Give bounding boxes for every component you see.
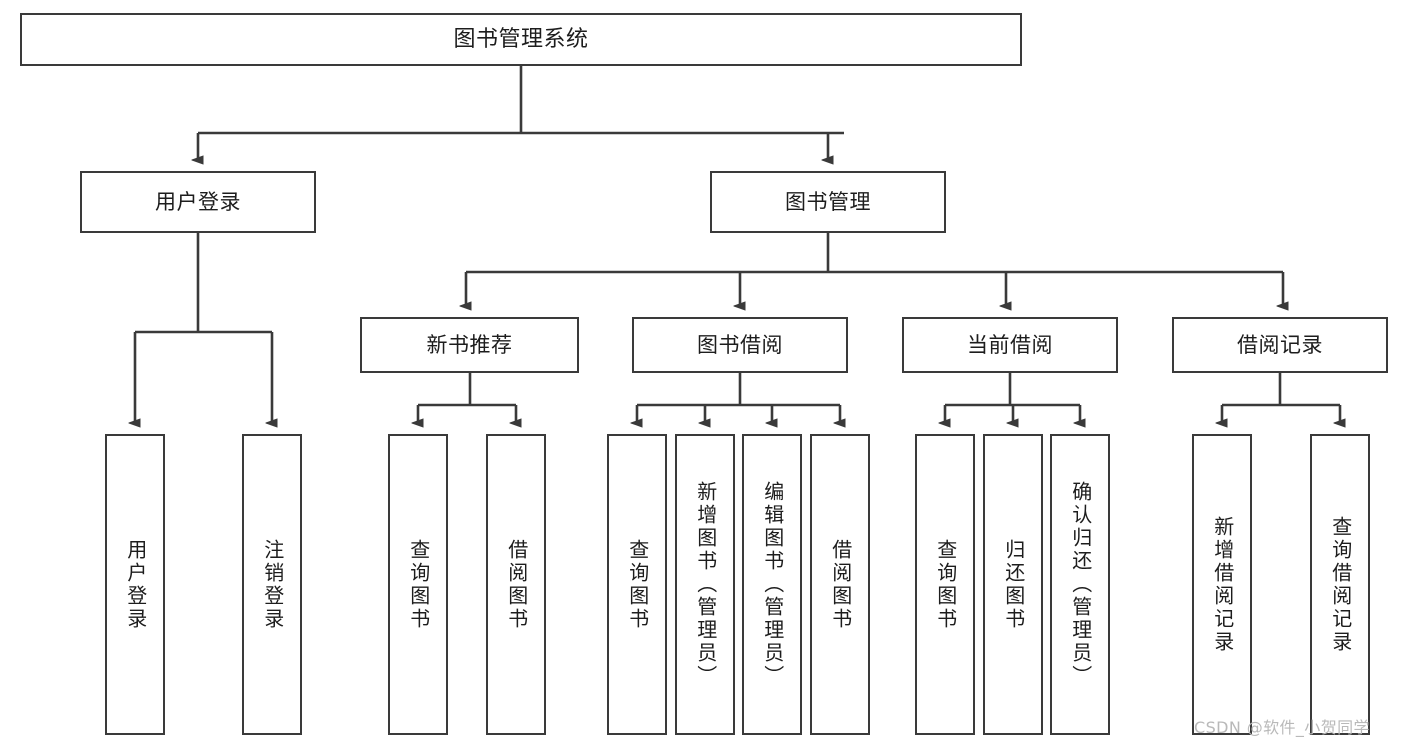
node-root[interactable]: 图书管理系统 — [20, 13, 1022, 66]
leaf-confirm-return-admin-label: 确认归还（管理员） — [1068, 481, 1093, 688]
leaf-add-borrow-record[interactable]: 新增借阅记录 — [1192, 434, 1252, 735]
leaf-user-login[interactable]: 用户登录 — [105, 434, 165, 735]
leaf-query-book-current-label: 查询图书 — [933, 538, 958, 631]
leaf-confirm-return-admin[interactable]: 确认归还（管理员） — [1050, 434, 1110, 735]
node-current-borrow-label: 当前借阅 — [967, 332, 1053, 357]
node-user-login-label: 用户登录 — [155, 189, 241, 214]
leaf-query-borrow-record[interactable]: 查询借阅记录 — [1310, 434, 1370, 735]
csdn-watermark: CSDN @软件_小贺同学 — [1194, 718, 1370, 737]
node-borrow-record-label: 借阅记录 — [1237, 332, 1323, 357]
leaf-logout-label: 注销登录 — [260, 538, 285, 631]
leaf-borrow-book-newbook-label: 借阅图书 — [504, 538, 529, 631]
node-book-management-label: 图书管理 — [785, 189, 871, 214]
leaf-add-book-admin-label: 新增图书（管理员） — [693, 481, 718, 688]
node-new-book-recommend-label: 新书推荐 — [426, 332, 513, 357]
leaf-borrow-book-newbook[interactable]: 借阅图书 — [486, 434, 546, 735]
leaf-edit-book-admin-label: 编辑图书（管理员） — [760, 481, 785, 688]
node-book-borrow-label: 图书借阅 — [697, 332, 783, 357]
leaf-logout[interactable]: 注销登录 — [242, 434, 302, 735]
node-borrow-record[interactable]: 借阅记录 — [1172, 317, 1388, 373]
node-new-book-recommend[interactable]: 新书推荐 — [360, 317, 579, 373]
leaf-edit-book-admin[interactable]: 编辑图书（管理员） — [742, 434, 802, 735]
node-root-label: 图书管理系统 — [453, 26, 589, 52]
leaf-query-book-current[interactable]: 查询图书 — [915, 434, 975, 735]
leaf-add-book-admin[interactable]: 新增图书（管理员） — [675, 434, 735, 735]
leaf-add-borrow-record-label: 新增借阅记录 — [1210, 515, 1235, 654]
leaf-return-book[interactable]: 归还图书 — [983, 434, 1043, 735]
node-current-borrow[interactable]: 当前借阅 — [902, 317, 1118, 373]
leaf-query-borrow-record-label: 查询借阅记录 — [1328, 515, 1353, 654]
leaf-query-book-newbook-label: 查询图书 — [406, 538, 431, 631]
leaf-query-book-borrow-label: 查询图书 — [625, 538, 650, 631]
leaf-return-book-label: 归还图书 — [1001, 538, 1026, 631]
node-book-borrow[interactable]: 图书借阅 — [632, 317, 848, 373]
node-book-management[interactable]: 图书管理 — [710, 171, 946, 233]
leaf-query-book-newbook[interactable]: 查询图书 — [388, 434, 448, 735]
leaf-query-book-borrow[interactable]: 查询图书 — [607, 434, 667, 735]
node-user-login[interactable]: 用户登录 — [80, 171, 316, 233]
leaf-borrow-book[interactable]: 借阅图书 — [810, 434, 870, 735]
leaf-borrow-book-label: 借阅图书 — [828, 538, 853, 631]
leaf-user-login-label: 用户登录 — [123, 538, 148, 631]
